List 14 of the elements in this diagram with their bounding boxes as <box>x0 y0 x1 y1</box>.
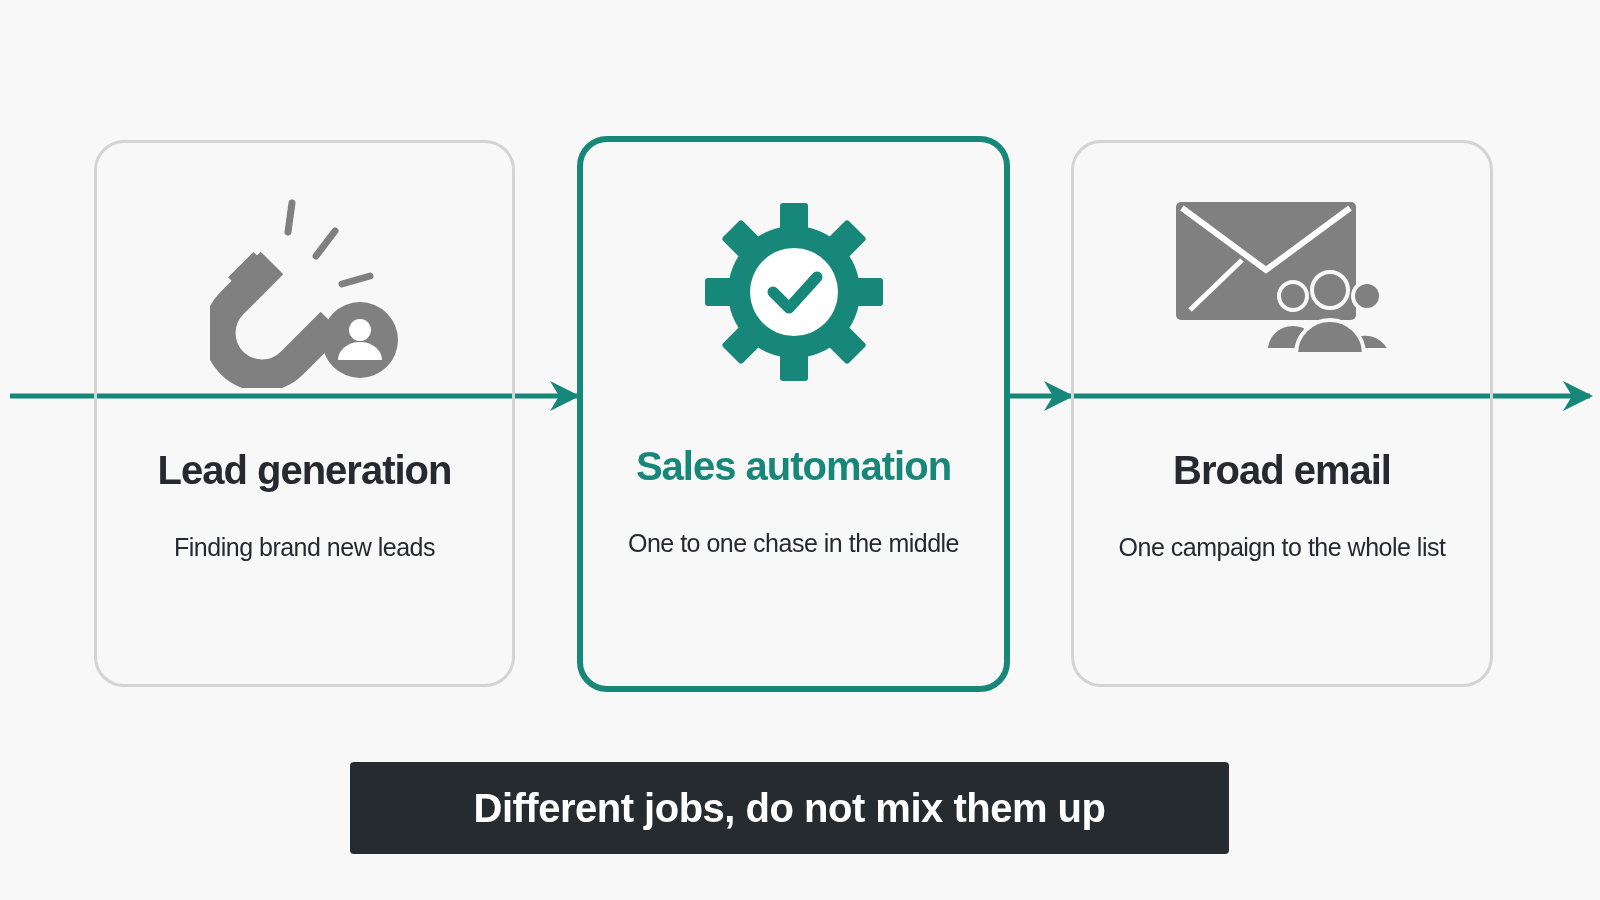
arrow <box>1071 381 1593 411</box>
process-card <box>577 136 1010 692</box>
process-card <box>94 140 515 687</box>
card-title: Broad email <box>1172 448 1392 493</box>
card-title: Lead generation <box>156 448 453 493</box>
card-subtitle: One to one chase in the middle <box>626 529 961 558</box>
card-subtitle: One campaign to the whole list <box>1117 533 1447 562</box>
arrow <box>10 381 580 411</box>
card-title: Sales automation <box>634 444 953 489</box>
process-card <box>1071 140 1493 687</box>
banner-box <box>350 762 1229 854</box>
arrow <box>1010 381 1074 411</box>
banner-text: Different jobs, do not mix them up <box>473 785 1106 831</box>
card-subtitle: Finding brand new leads <box>173 533 436 562</box>
